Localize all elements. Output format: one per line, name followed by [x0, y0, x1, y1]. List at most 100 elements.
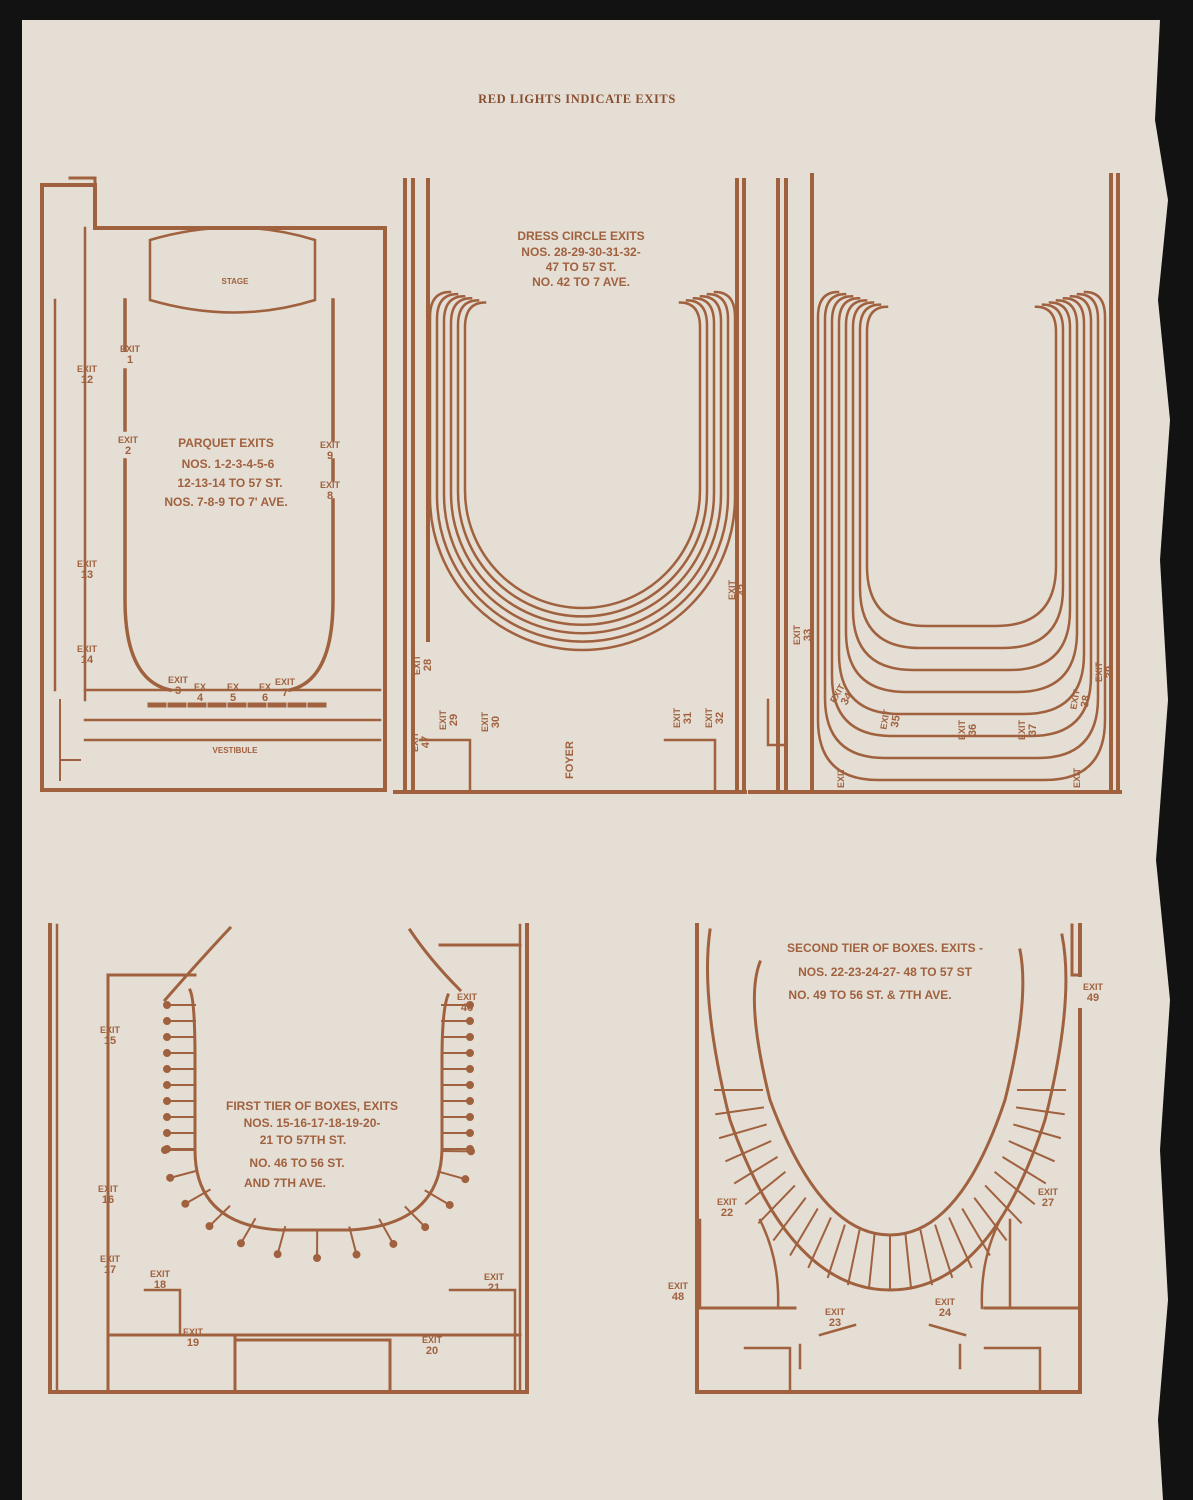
exit-word: EXIT — [168, 675, 189, 685]
exit-word: EXIT — [878, 708, 891, 730]
exit-word: EXIT — [1017, 720, 1027, 741]
exit-word: EXIT — [704, 708, 714, 729]
seating-row — [837, 297, 1086, 716]
exit-word: EXIT — [935, 1297, 956, 1307]
exit-label: EXIT — [1072, 768, 1082, 789]
exit-number: 31 — [682, 712, 694, 724]
exit-number: 30 — [490, 716, 502, 728]
seating-row — [456, 299, 709, 618]
exit-number: 8 — [327, 490, 333, 502]
exit-label: EXIT30 — [480, 712, 502, 733]
exit-number: 16 — [102, 1194, 114, 1206]
box-partition — [1015, 1106, 1065, 1116]
box-lamp — [205, 1222, 214, 1231]
dress-circle-line-1: NOS. 28-29-30-31-32- — [521, 245, 640, 259]
exit-word: EXIT — [727, 580, 737, 601]
box-lamp — [466, 1147, 475, 1156]
exit-number: 18 — [154, 1279, 166, 1291]
box-lamp — [236, 1239, 245, 1248]
exit-word: EXIT — [457, 992, 478, 1002]
box-lamp — [163, 1129, 171, 1137]
box-partition — [1013, 1123, 1062, 1140]
first-tier-line-3: NO. 46 TO 56 ST. — [249, 1156, 344, 1170]
foyer-label: FOYER — [564, 741, 576, 779]
exit-number: 32 — [714, 712, 726, 724]
box-partition — [961, 1207, 991, 1256]
seating-row — [858, 303, 1065, 650]
exit-word: EX — [227, 682, 239, 692]
box-lamp — [163, 1081, 171, 1089]
exit-number: 4 — [197, 692, 204, 704]
exit-word: EXIT — [957, 720, 967, 741]
box-partition — [934, 1224, 954, 1279]
exit-label: EXIT32 — [704, 708, 726, 729]
box-partition — [984, 1184, 1023, 1225]
box-partition — [973, 1197, 1008, 1242]
parquet-line-2: 12-13-14 TO 57 ST. — [177, 476, 282, 490]
exit-word: EXIT — [836, 768, 846, 789]
exit-word: EXIT — [100, 1254, 121, 1264]
exit-number: 23 — [829, 1317, 841, 1329]
exit-word: EXIT — [792, 625, 802, 646]
exit-number: 2 — [125, 445, 131, 457]
exit-word: EXIT — [438, 710, 448, 731]
box-lamp — [421, 1223, 430, 1232]
dress-circle-line-3: NO. 42 TO 7 AVE. — [532, 275, 630, 289]
box-partition — [715, 1106, 765, 1116]
exit-word: EXIT — [672, 708, 682, 729]
box-partition — [733, 1156, 779, 1185]
balcony-seating-rows — [816, 290, 1107, 782]
exit-number: 24 — [939, 1307, 952, 1319]
exit-word: EXIT — [668, 1281, 689, 1291]
exit-number: 13 — [81, 569, 93, 581]
box-partition — [772, 1197, 807, 1242]
exit-word: EXIT — [320, 480, 341, 490]
box-lamp — [313, 1253, 322, 1262]
box-partition — [919, 1229, 934, 1286]
box-lamp — [163, 1001, 171, 1009]
exit-label: EXIT36 — [957, 720, 979, 741]
exit-label: EXIT38 — [1068, 688, 1093, 712]
exit-word: EXIT — [825, 1307, 846, 1317]
box-partition — [867, 1232, 876, 1290]
first-tier-box-partitions — [161, 1001, 475, 1262]
exit-number: 36 — [967, 724, 979, 736]
box-partition — [789, 1207, 819, 1256]
exit-number: 3 — [175, 685, 181, 697]
exit-number: 29 — [448, 714, 460, 726]
box-lamp — [163, 1065, 171, 1073]
second-tier-line-2: NO. 49 TO 56 ST. & 7TH AVE. — [788, 988, 951, 1002]
box-partition — [826, 1224, 846, 1279]
exit-number: 21 — [488, 1282, 500, 1294]
parquet-plan — [40, 176, 387, 792]
exit-label: EXIT42 — [727, 580, 749, 601]
exit-number: 6 — [262, 692, 268, 704]
exit-number: 37 — [1027, 724, 1039, 736]
exit-word: EXIT — [1094, 662, 1104, 683]
exit-word: EXIT — [150, 1269, 171, 1279]
box-lamp — [163, 1097, 171, 1105]
exit-word: EXIT — [1038, 1187, 1059, 1197]
exit-word: EXIT — [77, 364, 98, 374]
exit-number: 35 — [889, 714, 903, 728]
box-partition — [1008, 1140, 1055, 1163]
box-lamp — [352, 1250, 361, 1259]
box-partition — [276, 1225, 287, 1256]
